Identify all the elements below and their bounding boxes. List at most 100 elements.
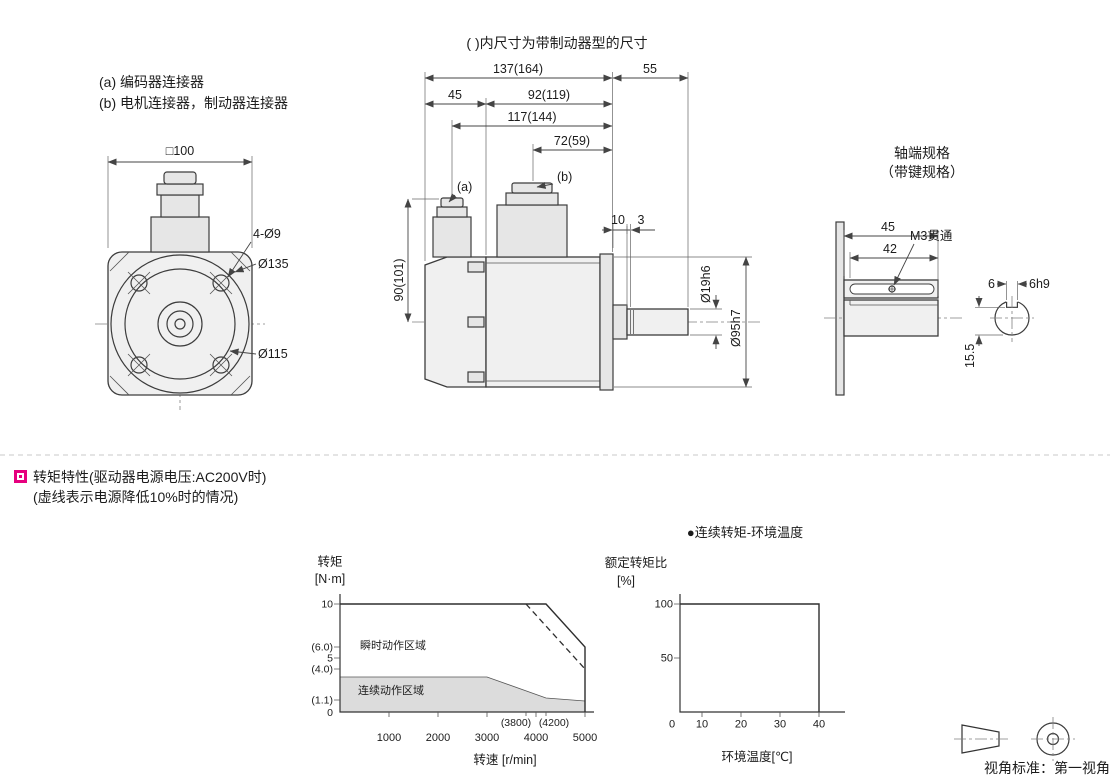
legend-connector-b: (b) 电机连接器，制动器连接器: [99, 95, 288, 111]
front-connector-tower: [150, 171, 210, 253]
keyway-side-line: [849, 300, 938, 306]
dim-bolt-circle: Ø115: [258, 347, 288, 361]
body-tabs: [467, 261, 485, 383]
temp-xtick-0: 0: [669, 719, 675, 731]
legend-connector-a: (a) 编码器连接器: [99, 74, 204, 90]
xtick-4000: 4000: [524, 732, 548, 744]
shaft-end-title: 轴端规格: [894, 145, 950, 161]
temp-ytick-100: 100: [655, 599, 673, 611]
motor-body: [485, 256, 601, 388]
side-view: (a) (b) 137(164) 55 45 92(119) 117(144) …: [392, 62, 762, 391]
ytick-0: 0: [327, 707, 333, 719]
section-bullet-icon: [14, 470, 27, 483]
ytick-5: 5: [327, 653, 333, 665]
temp-xtick-10: 10: [696, 719, 708, 731]
continuous-region-fill: [340, 677, 585, 712]
output-shaft: [626, 308, 689, 336]
speed-chart-axes: [339, 594, 594, 713]
dim-mounting-holes: 4-Ø9: [253, 227, 281, 241]
speed-chart-ylabel: 转矩: [317, 554, 342, 569]
temp-xtick-40: 40: [813, 719, 825, 731]
region-instantaneous-label: 瞬时动作区域: [360, 639, 426, 652]
torque-section: 转矩特性(驱动器电源电压:AC200V时) (虚线表示电源降低10%时的情况) …: [14, 469, 845, 767]
temp-xtick-30: 30: [774, 719, 786, 731]
xnote-3800: (3800): [501, 717, 531, 729]
region-continuous-label: 连续动作区域: [358, 683, 424, 697]
shaft-end-face-view: 6 6h9 15.5: [963, 277, 1050, 368]
dim-42: 42: [883, 242, 897, 256]
instantaneous-limit-solid: [340, 603, 586, 712]
dim-pilot-dia: Ø95h7: [729, 309, 743, 347]
torque-subheading: (虚线表示电源降低10%时的情况): [33, 489, 238, 505]
mounting-flange: [599, 253, 614, 391]
flange-circles: [110, 254, 250, 394]
shaft-groove: [630, 310, 634, 334]
shaft-boss: [612, 304, 628, 340]
body-detail-lines: [486, 262, 600, 382]
side-dimensions: 137(164) 55 45 92(119) 117(144) 72(59) 9…: [392, 62, 752, 388]
dim-shaft-length: 55: [643, 62, 657, 76]
shaft-end-dimensions: 45 42 M3贯通: [843, 220, 953, 296]
instantaneous-limit-dashed: [525, 603, 586, 670]
front-dimensions: □100 4-Ø9 Ø135 Ø115: [107, 144, 289, 361]
front-view: □100 4-Ø9 Ø135 Ø115: [95, 144, 289, 410]
dim-shaft-dia: Ø19h6: [699, 265, 713, 303]
callout-b: (b): [557, 170, 572, 184]
dim-72: 72(59): [554, 134, 590, 148]
dim-key-fit: 6h9: [1029, 277, 1050, 291]
motor-connector: [496, 182, 568, 258]
temp-ytick-50: 50: [661, 653, 673, 665]
dim-body-length: 92(119): [528, 88, 570, 102]
speed-chart-xlabel: 转速 [r/min]: [473, 752, 536, 767]
dim-m3-tap: M3贯通: [910, 229, 953, 243]
projection-symbol: 视角标准：第一视角: [954, 717, 1110, 776]
dim-height-90: 90(101): [392, 258, 406, 301]
temp-xtick-20: 20: [735, 719, 747, 731]
dim-45: 45: [881, 220, 895, 234]
xtick-2000: 2000: [426, 732, 450, 744]
dim-key-depth: 15.5: [963, 344, 977, 368]
temp-chart-axes: [679, 594, 845, 713]
callout-a: (a): [457, 180, 472, 194]
ytick-6: (6.0): [311, 642, 333, 654]
temp-chart-xticks: [701, 712, 820, 717]
temp-chart-ylabel: 额定转矩比: [605, 555, 668, 570]
shaft-side-view: [843, 299, 939, 337]
xnote-4200: (4200): [539, 717, 569, 729]
torque-heading: 转矩特性(驱动器电源电压:AC200V时): [33, 469, 266, 485]
torque-speed-chart: 转矩 [N·m] 10 (6.0) 5 (4.0) (1.1) 0 1000 2…: [311, 554, 597, 767]
mounting-holes: [127, 271, 233, 377]
xtick-1000: 1000: [377, 732, 401, 744]
dim-3: 3: [638, 213, 645, 227]
torque-temperature-chart: ●连续转矩-环境温度 额定转矩比 [%] 100 50 0 10 20 30 4…: [605, 525, 845, 764]
ytick-1-1: (1.1): [311, 695, 333, 707]
dim-key-width: 6: [988, 277, 995, 291]
dim-rear-length: 45: [448, 88, 462, 102]
xtick-3000: 3000: [475, 732, 499, 744]
continuous-region-edge: [340, 676, 586, 702]
shaft-end-view: 轴端规格 （带键规格） 45 42 M3贯通 6 6h9: [824, 145, 1050, 396]
xtick-5000: 5000: [573, 732, 597, 744]
brake-dimension-note: ( )内尺寸为带制动器型的尺寸: [466, 35, 647, 51]
temp-chart-yunit: [%]: [617, 574, 635, 588]
ytick-10: 10: [321, 599, 333, 611]
flange-plate: [835, 221, 845, 396]
dim-117: 117(144): [507, 110, 556, 124]
shaft-end-subtitle: （带键规格）: [880, 164, 964, 180]
dim-square-100: □100: [166, 144, 194, 158]
dim-10: 10: [611, 213, 625, 227]
temp-chart-yticks: [674, 603, 680, 659]
temp-chart-title: ●连续转矩-环境温度: [687, 525, 803, 540]
temp-torque-curve: [680, 603, 820, 712]
temp-chart-xlabel: 环境温度[℃]: [722, 749, 793, 764]
dim-total-length: 137(164): [493, 62, 543, 76]
ytick-4: (4.0): [311, 664, 333, 676]
speed-chart-xticks: [388, 712, 586, 717]
dim-outer-circle: Ø135: [258, 257, 289, 271]
encoder-connector: [432, 197, 472, 258]
corner-chamfers: [109, 251, 251, 396]
projection-standard-label: 视角标准：第一视角: [984, 760, 1110, 776]
speed-chart-yunit: [N·m]: [315, 572, 346, 586]
